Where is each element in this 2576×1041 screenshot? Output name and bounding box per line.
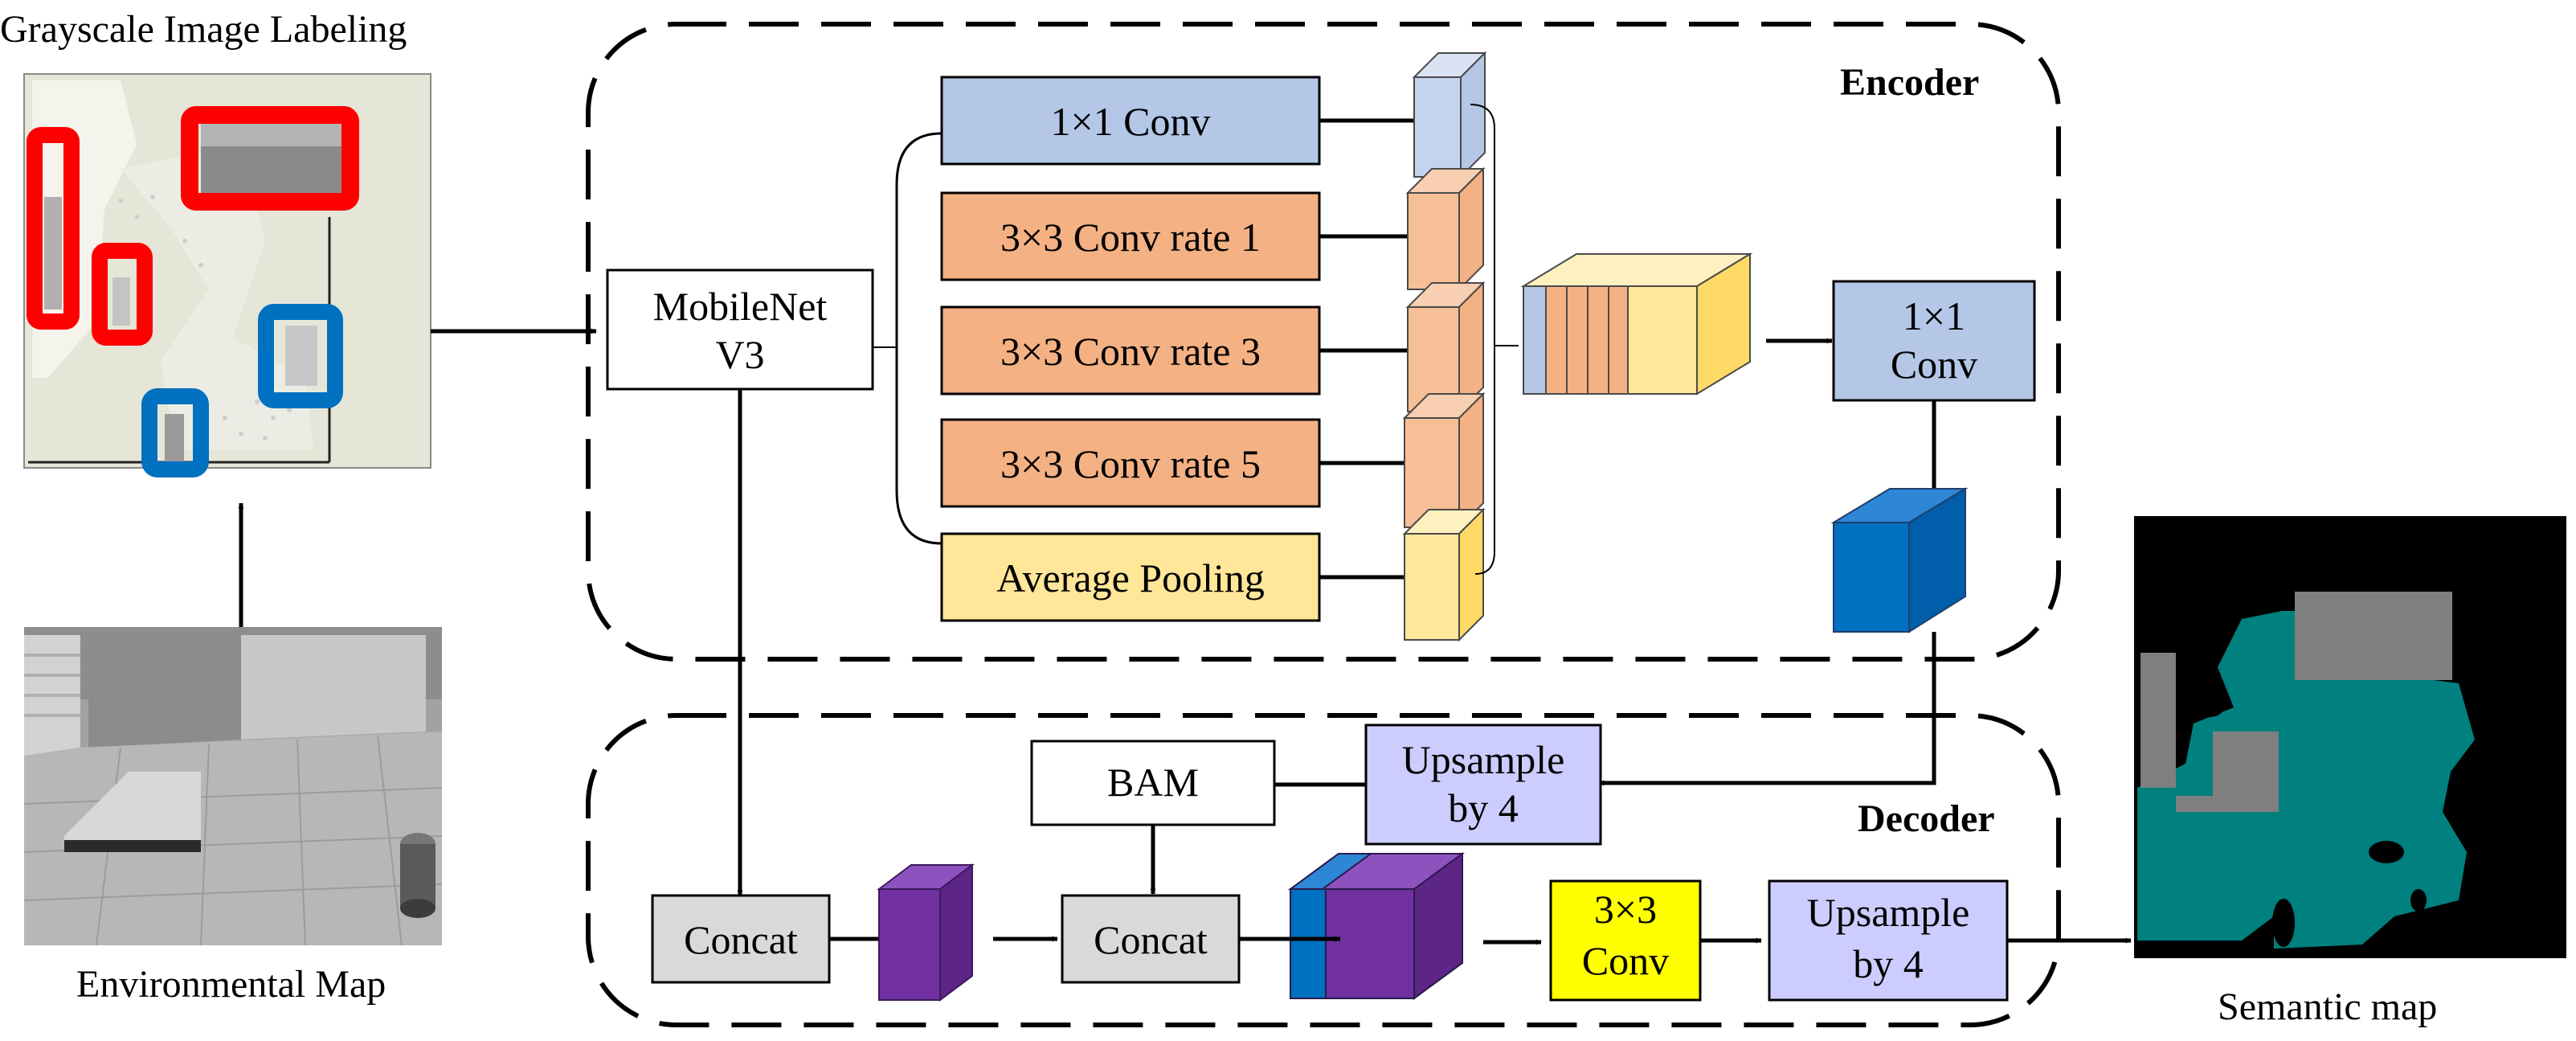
- feature-slab-rate1: [1405, 166, 1486, 292]
- bam-box: BAM: [1030, 740, 1276, 826]
- svg-text:by 4: by 4: [1448, 785, 1519, 830]
- svg-text:3×3 Conv rate 5: 3×3 Conv rate 5: [1000, 441, 1261, 486]
- env-map-caption: Environmental Map: [76, 963, 386, 1006]
- decoder-title: Decoder: [1858, 797, 1995, 840]
- svg-text:1×1: 1×1: [1903, 293, 1965, 338]
- svg-text:Average Pooling: Average Pooling: [996, 555, 1265, 600]
- upsample-box-1: Upsample by 4: [1364, 723, 1602, 846]
- conv-1x1-box: 1×1 Conv: [940, 76, 1321, 166]
- encoder-output-cube: [1830, 487, 1969, 633]
- semantic-map-image: [2134, 516, 2566, 958]
- mobilenet-box: MobileNet V3: [606, 268, 874, 391]
- branch-brace: [895, 132, 942, 545]
- concat-box-2: Concat: [1061, 894, 1241, 984]
- feature-slab-rate5: [1402, 391, 1486, 530]
- svg-text:BAM: BAM: [1107, 760, 1199, 805]
- svg-text:1×1 Conv: 1×1 Conv: [1050, 99, 1210, 144]
- conv-3x3-box: 3×3 Conv: [1549, 879, 1702, 1002]
- feature-slab-rate3: [1405, 281, 1486, 414]
- concat-box-1: Concat: [651, 894, 831, 984]
- svg-text:Conv: Conv: [1891, 342, 1977, 387]
- svg-text:3×3 Conv rate 3: 3×3 Conv rate 3: [1000, 329, 1261, 374]
- purple-feature-slab: [877, 863, 975, 1002]
- semantic-map-caption: Semantic map: [2218, 986, 2437, 1028]
- conv-rate1-box: 3×3 Conv rate 1: [940, 191, 1321, 281]
- svg-text:by 4: by 4: [1853, 941, 1924, 986]
- svg-text:V3: V3: [715, 332, 764, 377]
- feature-slab-1x1: [1412, 51, 1487, 179]
- svg-text:3×3 Conv rate 1: 3×3 Conv rate 1: [1000, 215, 1261, 260]
- grayscale-labeling-image: [23, 73, 431, 477]
- labeling-caption: Grayscale Image Labeling: [0, 8, 407, 51]
- concat-feature-stack: [1520, 252, 1753, 395]
- encoder-region: [586, 22, 2061, 662]
- conv-rate5-box: 3×3 Conv rate 5: [940, 418, 1321, 508]
- svg-text:3×3: 3×3: [1594, 887, 1657, 932]
- svg-text:Concat: Concat: [1094, 917, 1208, 962]
- upsample-box-2: Upsample by 4: [1768, 879, 2009, 1002]
- svg-text:Concat: Concat: [684, 917, 798, 962]
- encoder-to-upsample-arrow: [1598, 632, 1936, 786]
- encoder-conv-1x1-box: 1×1 Conv: [1832, 280, 2036, 402]
- svg-text:MobileNet: MobileNet: [653, 284, 828, 329]
- blue-purple-feature-stack: [1287, 852, 1466, 1000]
- feature-slab-pool: [1402, 507, 1486, 642]
- decoder-region: [586, 713, 2061, 1027]
- svg-text:Conv: Conv: [1582, 938, 1669, 983]
- environmental-map-image: [23, 627, 443, 946]
- encoder-title: Encoder: [1840, 61, 1979, 104]
- svg-text:Upsample: Upsample: [1402, 737, 1565, 782]
- average-pooling-box: Average Pooling: [940, 532, 1321, 622]
- svg-text:Upsample: Upsample: [1807, 890, 1970, 935]
- conv-rate3-box: 3×3 Conv rate 3: [940, 305, 1321, 395]
